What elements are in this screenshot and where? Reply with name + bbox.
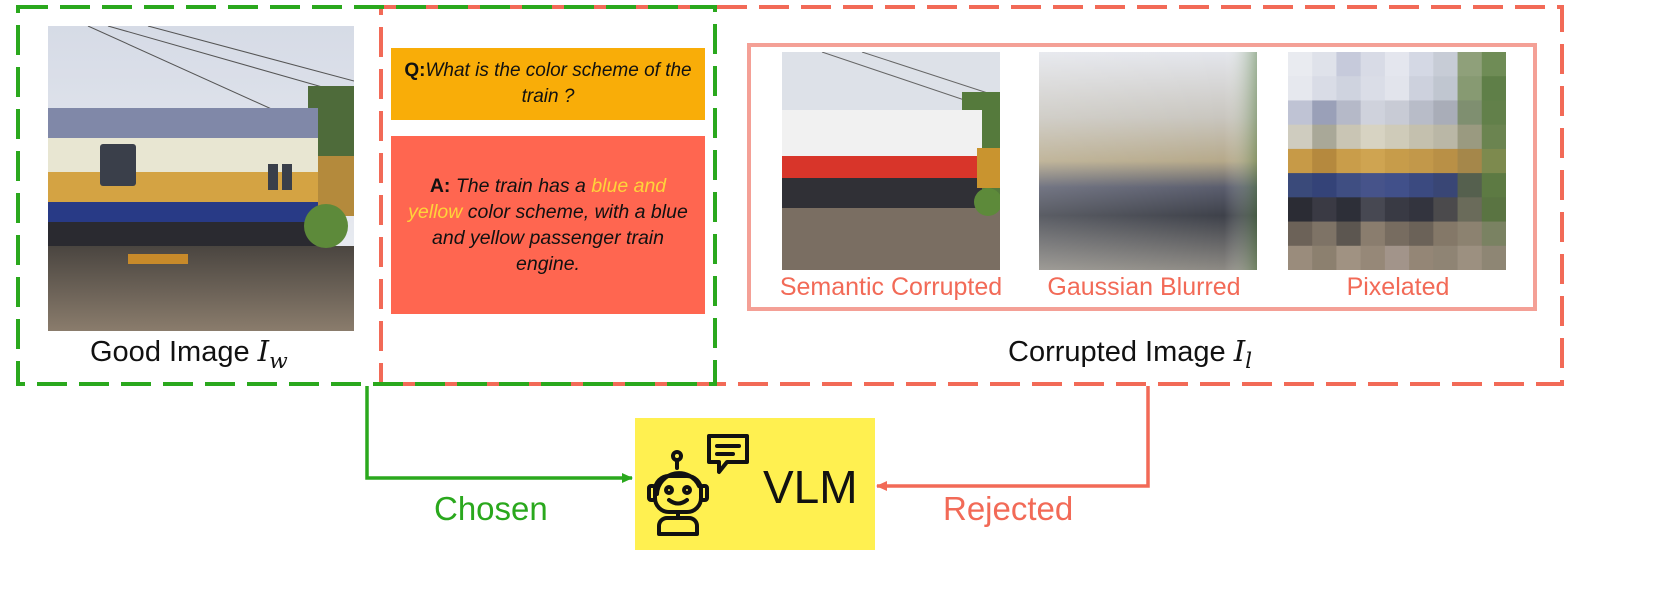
gaussian-blurred-image xyxy=(1039,52,1257,270)
robot-chat-icon xyxy=(647,434,749,536)
pixelated-image xyxy=(1288,52,1506,270)
good-image-symbol: Iw xyxy=(257,334,288,374)
corruption-examples-border xyxy=(747,43,1537,311)
corrupted-image-caption: Corrupted Image Il xyxy=(1008,334,1252,374)
corrupted-image-caption-text: Corrupted Image xyxy=(1008,336,1226,368)
good-image-caption: Good Image Iw xyxy=(90,334,288,374)
rejected-label: Rejected xyxy=(943,490,1074,527)
pixelated-label: Pixelated xyxy=(1346,273,1450,301)
question-text: What is the color scheme of the train ? xyxy=(425,60,692,107)
answer-prefix: A: xyxy=(429,175,451,197)
answer-highlight: blue and yellow xyxy=(408,175,667,223)
question-prefix: Q: xyxy=(404,60,426,81)
corrupted-image-symbol: Il xyxy=(1233,334,1253,374)
good-group-border xyxy=(16,5,717,386)
vlm-box: VLM xyxy=(635,418,875,550)
vlm-label: VLM xyxy=(763,461,858,513)
answer-text-after: color scheme, with a blue and yellow pas… xyxy=(432,201,688,275)
good-image xyxy=(48,26,354,331)
good-image-caption-text: Good Image xyxy=(90,336,250,368)
semantic-corrupted-image xyxy=(782,52,1000,270)
chosen-arrow xyxy=(365,386,633,483)
corrupted-group-border xyxy=(379,5,1564,386)
semantic-corrupted-label: Semantic Corrupted xyxy=(779,273,1003,301)
answer-box: A: The train has a blue and yellow color… xyxy=(391,136,705,314)
rejected-arrow xyxy=(876,386,1150,491)
gaussian-blurred-label: Gaussian Blurred xyxy=(1047,273,1241,301)
question-box: Q:What is the color scheme of the train … xyxy=(391,48,705,120)
chosen-label: Chosen xyxy=(434,490,548,527)
answer-text-before: The train has a xyxy=(455,175,586,197)
